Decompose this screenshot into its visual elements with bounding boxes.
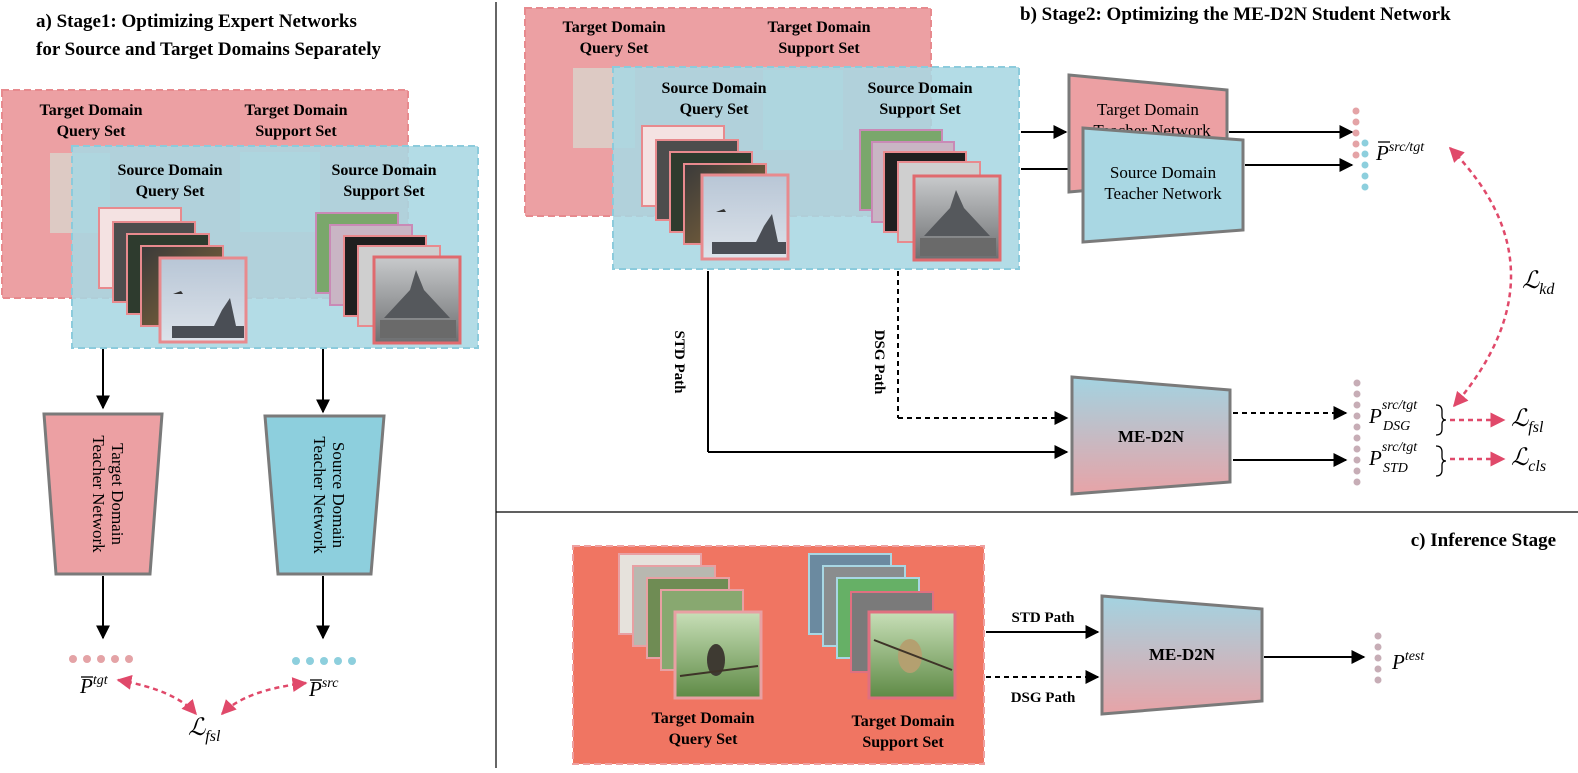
stage-b-p-std-subscript: STD <box>1383 461 1408 476</box>
stage-b-p-teacher: Psrc/tgt <box>1375 140 1425 165</box>
stage-b-src-query-label-2: Query Set <box>680 101 750 118</box>
stage-a-target-net-label-1: Target Domain <box>108 443 127 545</box>
stage-c-support-label-1: Target Domain <box>852 713 955 730</box>
stage-b-loss-kd: ℒkd <box>1522 268 1555 298</box>
stage-b-src-teacher-label-1: Source Domain <box>1110 163 1217 182</box>
stage-b-support-image-stack <box>859 129 1002 262</box>
stage-b-student-network <box>1070 375 1232 496</box>
stage-b-brace-std <box>1435 445 1447 477</box>
stage-a-source-net-label-2: Teacher Network <box>310 436 329 554</box>
stage-a-target-prediction-dots <box>69 655 133 663</box>
stage-b-p-std-sup: src/tgt <box>1382 440 1418 455</box>
stage-b-query-image-stack <box>641 125 790 261</box>
stage-c-support-label-2: Support Set <box>862 734 944 751</box>
stage-a-loss-arrow-left <box>116 674 197 716</box>
stage-b-p-dsg-subscript: DSG <box>1382 419 1410 434</box>
stage-c: c) Inference Stage Target Domain Query S… <box>572 530 1556 765</box>
stage-c-query-label-1: Target Domain <box>652 710 755 727</box>
stage-c-student-label: ME-D2N <box>1149 645 1216 664</box>
stage-a: a) Stage1: Optimizing Expert Networks fo… <box>1 11 479 745</box>
stage-c-p-test-sup: test <box>1405 649 1426 664</box>
stage-b-student-label: ME-D2N <box>1118 427 1185 446</box>
stage-c-query-image-stack <box>618 553 763 700</box>
stage-a-title-line1: a) Stage1: Optimizing Expert Networks <box>36 11 357 32</box>
stage-b-tgt-support-label-1: Target Domain <box>768 19 871 36</box>
stage-b-teacher-source-dots <box>1361 139 1369 191</box>
stage-a-source-teacher-network <box>263 414 386 576</box>
stage-c-std-path-label: STD Path <box>1012 610 1076 626</box>
stage-b-tgt-teacher-label-1: Target Domain <box>1097 100 1199 119</box>
stage-a-loss-fsl: ℒfsl <box>188 715 221 745</box>
stage-b-p-std-base: P <box>1368 446 1382 470</box>
stage-a-src-support-label-1: Source Domain <box>331 162 436 179</box>
stage-c-query-label-2: Query Set <box>669 731 739 748</box>
stage-b-tgt-query-label-2: Query Set <box>580 40 650 57</box>
stage-a-p-tgt-base: P <box>79 674 93 698</box>
stage-b-loss-fsl-sub: fsl <box>1528 419 1544 436</box>
stage-b-p-dsg-base: P <box>1368 404 1382 428</box>
stage-b-loss-cls-base: ℒ <box>1511 445 1529 471</box>
stage-a-p-src: Psrc <box>308 676 339 701</box>
stage-b-src-support-label-2: Support Set <box>879 101 961 118</box>
stage-a-target-teacher-network <box>42 412 164 576</box>
stage-a-source-net-label-1: Source Domain <box>329 442 348 549</box>
stage-c-prediction-dots <box>1374 632 1382 684</box>
stage-c-title: c) Inference Stage <box>1411 530 1556 551</box>
stage-a-tgt-query-label-1: Target Domain <box>40 102 143 119</box>
stage-c-p-test-base: P <box>1391 650 1405 674</box>
stage-a-p-src-base: P <box>308 677 322 701</box>
stage-a-support-image-stack <box>315 212 462 345</box>
stage-b-p-teacher-base: P <box>1375 141 1389 165</box>
stage-c-p-test: Ptest <box>1391 649 1425 674</box>
stage-b-loss-kd-sub: kd <box>1539 281 1555 298</box>
stage-a-query-image-stack <box>98 207 248 344</box>
stage-b-title: b) Stage2: Optimizing the ME-D2N Student… <box>1020 4 1451 25</box>
stage-a-target-net-label-2: Teacher Network <box>89 435 108 553</box>
stage-a-source-prediction-dots <box>292 657 356 665</box>
stage-b-source-teacher-network <box>1081 126 1245 244</box>
stage-b-student-prediction-dots <box>1353 379 1361 486</box>
stage-b-teacher-target-dots <box>1352 107 1360 159</box>
stage-a-src-query-label-1: Source Domain <box>117 162 222 179</box>
stage-b-p-dsg: Psrc/tgt <box>1368 398 1418 428</box>
stage-b-loss-cls-sub: cls <box>1528 458 1546 475</box>
stage-b-src-teacher-label-2: Teacher Network <box>1104 184 1222 203</box>
stage-b-p-std: Psrc/tgt <box>1368 440 1418 470</box>
stage-a-src-query-label-2: Query Set <box>136 183 206 200</box>
stage-b-loss-cls: ℒcls <box>1511 445 1546 475</box>
stage-b-p-teacher-sup: src/tgt <box>1389 140 1425 155</box>
stage-a-tgt-support-label-2: Support Set <box>255 123 337 140</box>
stage-b-std-path-label: STD Path <box>671 331 687 395</box>
stage-a-p-tgt: Ptgt <box>79 673 109 698</box>
stage-a-src-support-label-2: Support Set <box>343 183 425 200</box>
stage-a-p-tgt-sup: tgt <box>93 673 109 688</box>
stage-c-dsg-path-label: DSG Path <box>1011 690 1076 706</box>
stage-b-loss-kd-base: ℒ <box>1522 268 1540 294</box>
stage-c-student-network <box>1100 594 1264 716</box>
stage-b-tgt-support-label-2: Support Set <box>778 40 860 57</box>
stage-a-tgt-support-label-1: Target Domain <box>245 102 348 119</box>
stage-b-brace-dsg <box>1435 404 1447 436</box>
stage-b-tgt-query-label-1: Target Domain <box>563 19 666 36</box>
stage-c-support-image-stack <box>808 553 957 700</box>
stage-b: b) Stage2: Optimizing the ME-D2N Student… <box>524 4 1555 496</box>
stage-b-kd-arrow <box>1448 146 1513 408</box>
stage-b-src-query-label-1: Source Domain <box>661 80 766 97</box>
stage-b-dsg-path-label: DSG Path <box>871 330 887 395</box>
stage-a-tgt-query-label-2: Query Set <box>57 123 127 140</box>
stage-b-loss-fsl-base: ℒ <box>1511 406 1529 432</box>
stage-b-src-support-label-1: Source Domain <box>867 80 972 97</box>
stage-a-loss-fsl-base: ℒ <box>188 715 206 741</box>
stage-a-p-src-sup: src <box>322 676 339 691</box>
stage-b-loss-fsl: ℒfsl <box>1511 406 1544 436</box>
stage-a-title-line2: for Source and Target Domains Separately <box>36 39 381 60</box>
stage-a-loss-arrow-right <box>220 677 308 716</box>
stage-b-p-dsg-sup: src/tgt <box>1382 398 1418 413</box>
stage-a-loss-fsl-sub: fsl <box>205 728 221 745</box>
